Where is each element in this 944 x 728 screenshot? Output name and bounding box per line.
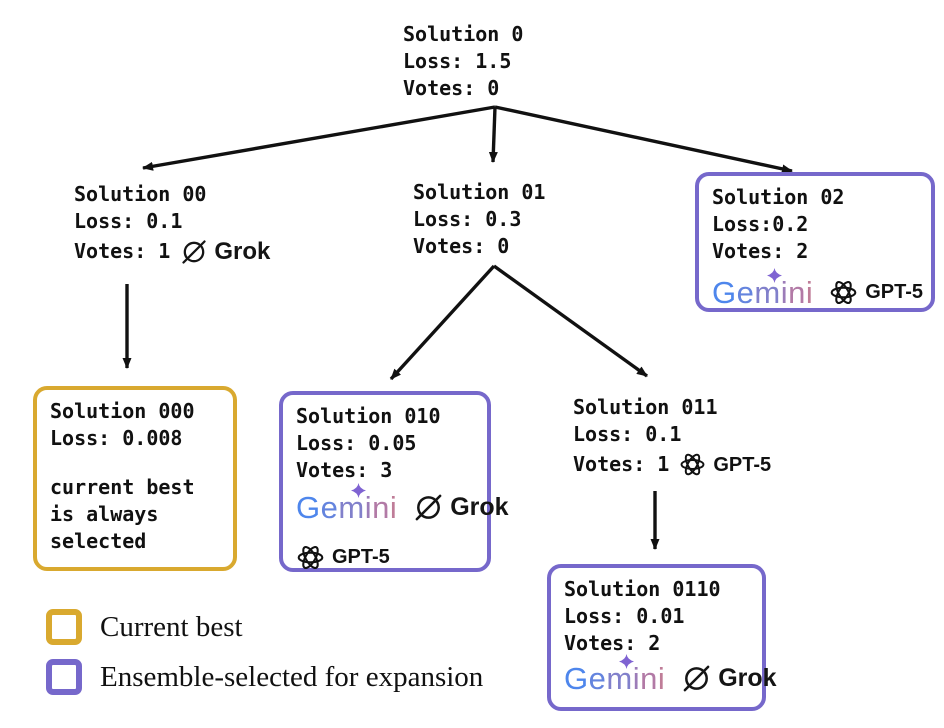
node-solution-02: Solution 02 Loss:0.2 Votes: 2 Gemini GPT… <box>695 172 935 312</box>
node-votes-row: Votes: 1 Grok <box>74 235 270 268</box>
grok-wordmark: Grok <box>718 663 777 692</box>
gpt5-wordmark: GPT-5 <box>713 453 772 476</box>
node-note: current best is always selected <box>50 474 220 555</box>
node-votes: Votes: 1 <box>573 452 670 476</box>
node-solution-0110: Solution 0110 Loss: 0.01 Votes: 2 Gemini… <box>547 564 777 711</box>
note-line: selected <box>50 529 147 553</box>
model-logos: Gemini GPT-5 <box>712 267 923 311</box>
model-logos: Gemini Grok <box>296 482 509 526</box>
node-votes: Votes: 0 <box>403 76 500 100</box>
gpt5-logo: GPT-5 <box>679 451 771 478</box>
node-solution-01: Solution 01 Loss: 0.3 Votes: 0 <box>413 179 545 260</box>
node-title: Solution 0110 <box>564 577 721 601</box>
node-title: Solution 02 <box>712 185 845 209</box>
node-votes-row: Votes: 1 GPT-5 <box>573 448 771 481</box>
grok-wordmark: Grok <box>450 492 509 521</box>
gpt5-wordmark: GPT-5 <box>332 546 390 568</box>
gemini-logo: Gemini <box>296 482 398 525</box>
grok-logo: Grok <box>413 492 509 523</box>
legend-label: Ensemble-selected for expansion <box>100 660 484 693</box>
gemini-sparkle-icon <box>350 482 366 498</box>
node-votes: Votes: 2 <box>712 239 809 263</box>
gemini-wordmark: Gemini <box>564 660 666 696</box>
edge-01-011 <box>493 264 648 378</box>
grok-wordmark: Grok <box>214 237 271 265</box>
legend-item-ensemble: Ensemble-selected for expansion <box>46 659 483 695</box>
openai-icon <box>680 453 705 476</box>
legend-item-current-best: Current best <box>46 609 243 645</box>
gemini-logo: Gemini <box>564 653 666 696</box>
node-loss: Loss: 1.5 <box>403 49 512 73</box>
gemini-logo: Gemini <box>712 267 814 310</box>
note-line: current best <box>50 475 195 499</box>
gemini-wordmark: Gemini <box>296 489 398 525</box>
legend-label: Current best <box>100 610 243 643</box>
gemini-wordmark: Gemini <box>712 274 814 310</box>
node-votes: Votes: 1 <box>74 239 171 263</box>
gpt5-logo: GPT-5 <box>829 278 923 307</box>
grok-logo: Grok <box>681 663 777 694</box>
current-best-swatch <box>46 609 82 645</box>
node-solution-011: Solution 011 Loss: 0.1 Votes: 1 GPT-5 <box>573 394 771 481</box>
openai-icon <box>297 545 324 569</box>
gemini-sparkle-icon <box>618 653 634 669</box>
edge-01-010 <box>389 264 496 381</box>
edge-0-01 <box>488 106 498 163</box>
node-loss: Loss: 0.008 <box>50 426 183 450</box>
node-solution-0: Solution 0 Loss: 1.5 Votes: 0 <box>403 21 523 102</box>
model-logos: GPT-5 <box>296 538 474 576</box>
openai-icon <box>830 280 857 304</box>
edge-0-02 <box>494 105 793 174</box>
node-loss: Loss: 0.05 <box>296 431 417 455</box>
node-title: Solution 011 <box>573 395 718 419</box>
node-title: Solution 000 <box>50 399 195 423</box>
node-loss: Loss: 0.01 <box>564 604 685 628</box>
gemini-sparkle-icon <box>766 267 782 283</box>
gpt5-logo: GPT-5 <box>296 543 390 572</box>
node-solution-010: Solution 010 Loss: 0.05 Votes: 3 Gemini … <box>279 391 509 572</box>
grok-icon <box>182 239 206 264</box>
note-line: is always <box>50 502 159 526</box>
node-loss: Loss: 0.3 <box>413 207 522 231</box>
node-title: Solution 00 <box>74 182 207 206</box>
gpt5-wordmark: GPT-5 <box>865 281 924 303</box>
node-title: Solution 0 <box>403 22 524 46</box>
node-title: Solution 010 <box>296 404 441 428</box>
node-votes: Votes: 2 <box>564 631 661 655</box>
grok-icon <box>415 494 442 520</box>
edge-0-00 <box>142 105 496 171</box>
node-solution-00: Solution 00 Loss: 0.1 Votes: 1 Grok <box>74 181 270 268</box>
grok-logo: Grok <box>180 238 270 266</box>
node-title: Solution 01 <box>413 180 546 204</box>
node-loss: Loss:0.2 <box>712 212 809 236</box>
ensemble-swatch <box>46 659 82 695</box>
node-votes: Votes: 3 <box>296 458 393 482</box>
node-loss: Loss: 0.1 <box>573 422 682 446</box>
grok-icon <box>683 665 710 691</box>
node-votes: Votes: 0 <box>413 234 510 258</box>
node-solution-000: Solution 000 Loss: 0.008 current best is… <box>33 386 237 571</box>
model-logos: Gemini Grok <box>564 653 777 697</box>
node-loss: Loss: 0.1 <box>74 209 183 233</box>
